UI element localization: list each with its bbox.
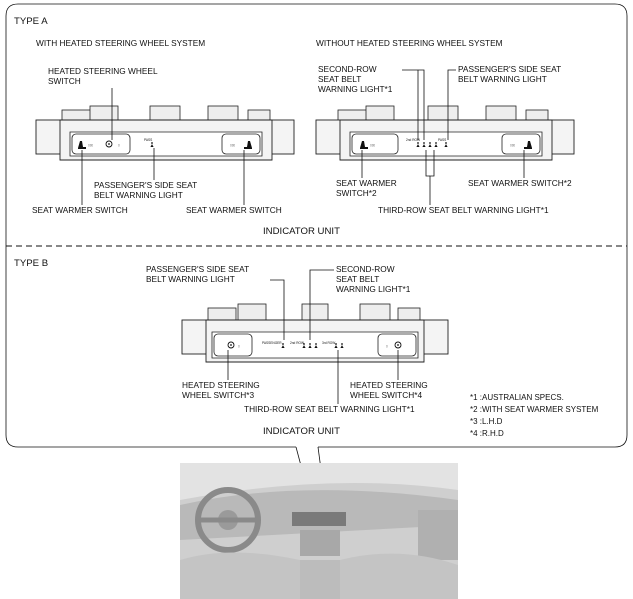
- passenger-seat-belt-warning-label: PASSENGER'S SIDE SEAT: [94, 180, 197, 190]
- second-row-seat-belt-warning-label: SEAT BELT: [336, 274, 379, 284]
- svg-text:3rd ROW: 3rd ROW: [322, 341, 335, 345]
- heated-steering-wheel-switch-label: WHEEL SWITCH*4: [350, 390, 422, 400]
- type-a-left-heading: WITH HEATED STEERING WHEEL SYSTEM: [36, 38, 205, 48]
- type-a-title: TYPE A: [14, 16, 48, 27]
- seat-warmer-switch-label: SEAT WARMER: [336, 178, 397, 188]
- type-b-title: TYPE B: [14, 258, 48, 269]
- second-row-seat-belt-warning-label: WARNING LIGHT*1: [336, 284, 411, 294]
- svg-text:PASS: PASS: [144, 138, 152, 142]
- indicator-unit-b: ▯ PASSENGER 2nd ROW 3rd ROW ▯: [181, 303, 449, 363]
- seat-warmer-switch-icon: [360, 141, 368, 149]
- steering-wheel-icon: [105, 140, 113, 148]
- seat-warmer-switch-label: SEAT WARMER SWITCH*2: [468, 178, 572, 188]
- heated-steering-wheel-switch-label: SWITCH: [48, 76, 81, 86]
- seat-warmer-switch-label: SEAT WARMER SWITCH: [186, 205, 282, 215]
- second-row-seat-belt-warning-label: WARNING LIGHT*1: [318, 84, 393, 94]
- indicator-unit-label: INDICATOR UNIT: [263, 426, 340, 437]
- passenger-seat-belt-warning-label: BELT WARNING LIGHT: [94, 190, 183, 200]
- seat-warmer-switch-label: SEAT WARMER SWITCH: [32, 205, 128, 215]
- third-row-seat-belt-warning-label: THIRD-ROW SEAT BELT WARNING LIGHT*1: [244, 404, 415, 414]
- svg-text:▯▯▯: ▯▯▯: [510, 143, 516, 147]
- heated-steering-wheel-switch-label: HEATED STEERING: [350, 380, 428, 390]
- indicator-unit-a-right: ▯▯▯ 2nd ROW PASS ▯▯▯: [315, 105, 575, 161]
- heated-steering-wheel-switch-label: HEATED STEERING: [182, 380, 260, 390]
- steering-wheel-icon: [394, 341, 402, 349]
- passenger-seat-belt-warning-label: PASSENGER'S SIDE SEAT: [146, 264, 249, 274]
- svg-text:▯: ▯: [238, 344, 240, 348]
- footnote: *1 :AUSTRALIAN SPECS.: [470, 393, 564, 402]
- diagram-frame: [5, 3, 628, 448]
- svg-text:▯: ▯: [118, 143, 120, 147]
- svg-text:PASSENGER: PASSENGER: [262, 341, 282, 345]
- svg-text:▯▯▯: ▯▯▯: [88, 143, 94, 147]
- svg-text:▯: ▯: [386, 344, 388, 348]
- seat-warmer-switch-icon: [244, 141, 252, 149]
- second-row-seat-belt-warning-label: SEAT BELT: [318, 74, 361, 84]
- passenger-seat-belt-warning-label: BELT WARNING LIGHT: [146, 274, 235, 284]
- vehicle-interior-illustration: [180, 463, 458, 599]
- passenger-seat-belt-warning-label: PASSENGER'S SIDE SEAT: [458, 64, 561, 74]
- footnote: *2 :WITH SEAT WARMER SYSTEM: [470, 405, 599, 414]
- indicator-unit-label: INDICATOR UNIT: [263, 226, 340, 237]
- steering-wheel-icon: [227, 341, 235, 349]
- footnote: *3 :L.H.D: [470, 417, 503, 426]
- seat-warmer-switch-icon: [524, 141, 532, 149]
- indicator-unit-a-left: ▯▯▯ ▯ PASS ▯▯▯: [35, 105, 295, 161]
- svg-text:▯▯▯: ▯▯▯: [370, 143, 376, 147]
- second-row-seat-belt-warning-label: SECOND-ROW: [336, 264, 395, 274]
- svg-text:2nd ROW: 2nd ROW: [290, 341, 304, 345]
- heated-steering-wheel-switch-label: HEATED STEERING WHEEL: [48, 66, 158, 76]
- second-row-seat-belt-warning-label: SECOND-ROW: [318, 64, 377, 74]
- type-a-right-heading: WITHOUT HEATED STEERING WHEEL SYSTEM: [316, 38, 503, 48]
- svg-text:PASS: PASS: [438, 138, 446, 142]
- passenger-seat-belt-warning-label: BELT WARNING LIGHT: [458, 74, 547, 84]
- svg-text:2nd ROW: 2nd ROW: [406, 138, 420, 142]
- seat-warmer-switch-label: SWITCH*2: [336, 188, 377, 198]
- seat-warmer-switch-icon: [78, 141, 86, 149]
- svg-text:▯▯▯: ▯▯▯: [230, 143, 236, 147]
- heated-steering-wheel-switch-label: WHEEL SWITCH*3: [182, 390, 254, 400]
- footnote: *4 :R.H.D: [470, 429, 504, 438]
- third-row-seat-belt-warning-label: THIRD-ROW SEAT BELT WARNING LIGHT*1: [378, 205, 549, 215]
